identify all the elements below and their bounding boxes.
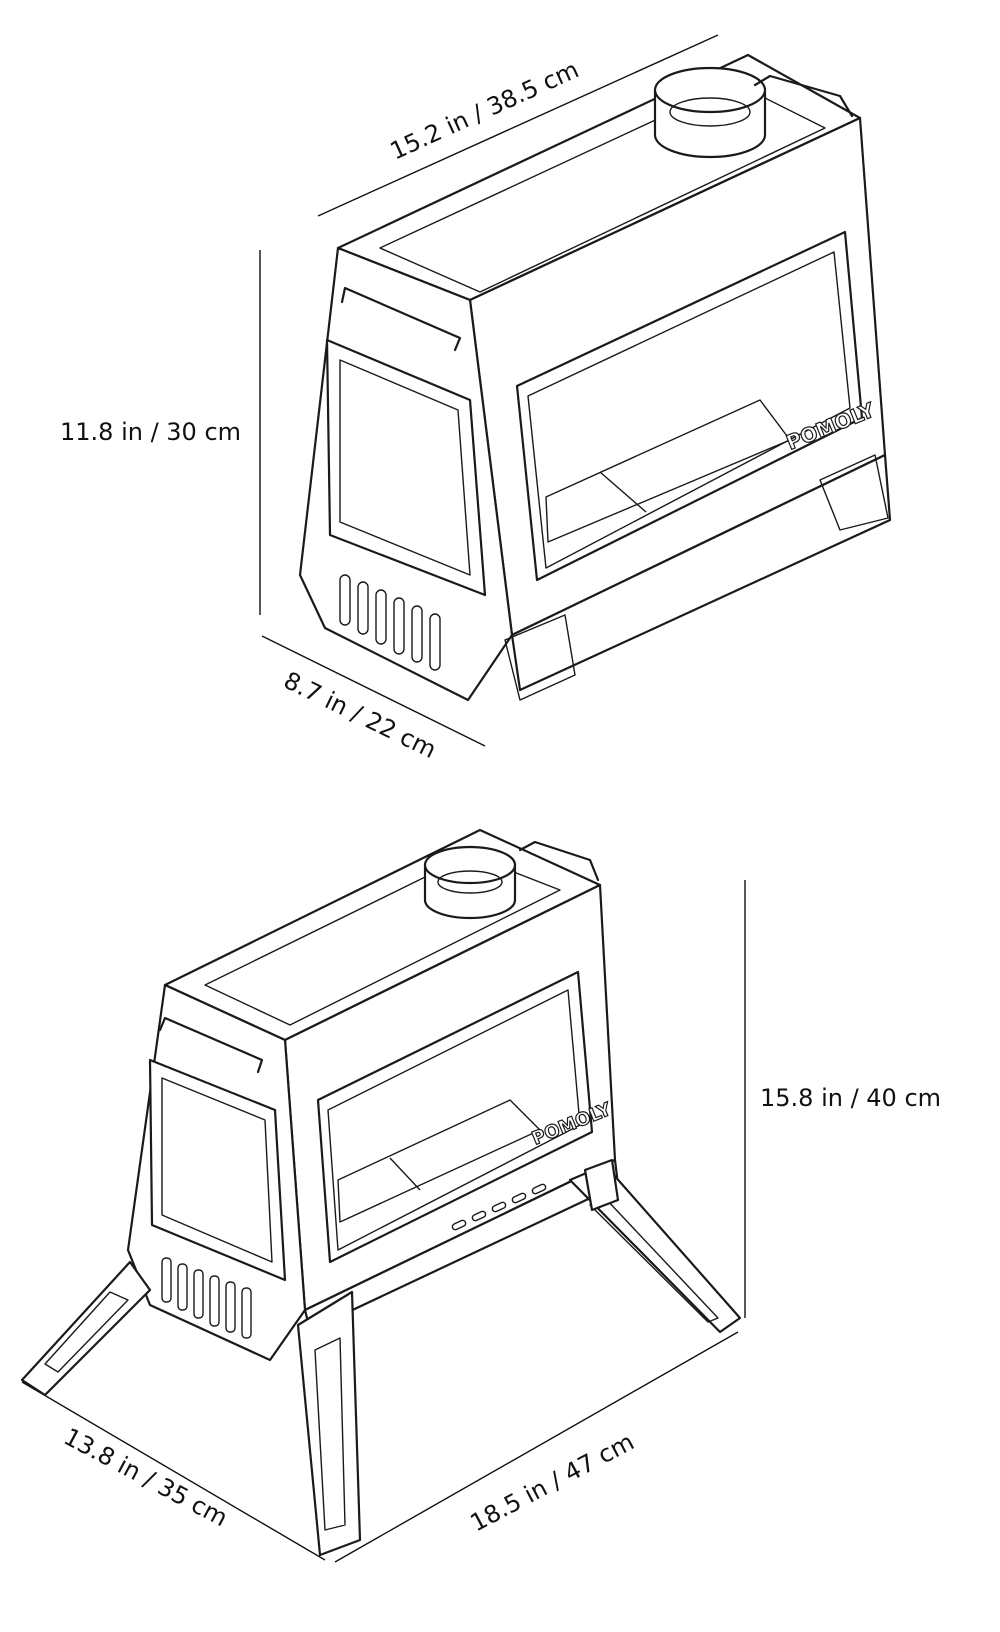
standing-stove-view: 15.8 in / 40 cm 13.8 in / 35 cm 18.5 in …: [20, 828, 941, 1563]
folded-height-label: 11.8 in / 30 cm: [60, 418, 241, 446]
folded-stove-view: 15.2 in / 38.5 cm 11.8 in / 30 cm 8.7 in…: [60, 34, 892, 764]
folded-height-dimension: 11.8 in / 30 cm: [60, 250, 261, 615]
standing-depth-label: 13.8 in / 35 cm: [59, 1423, 232, 1533]
standing-length-label: 18.5 in / 47 cm: [466, 1428, 639, 1538]
standing-stove-body: POMOLY: [20, 828, 742, 1557]
standing-depth-dimension: 13.8 in / 35 cm: [21, 1381, 326, 1561]
folded-depth-label: 8.7 in / 22 cm: [279, 666, 440, 764]
standing-height-label: 15.8 in / 40 cm: [760, 1084, 941, 1112]
folded-stove-body: POMOLY: [298, 53, 892, 702]
standing-length-dimension: 18.5 in / 47 cm: [334, 1331, 739, 1563]
leg-front-left: [296, 1290, 362, 1557]
leg-back-left: [20, 1260, 152, 1397]
leg-front-right: [583, 1158, 620, 1212]
standing-height-dimension: 15.8 in / 40 cm: [744, 880, 941, 1318]
